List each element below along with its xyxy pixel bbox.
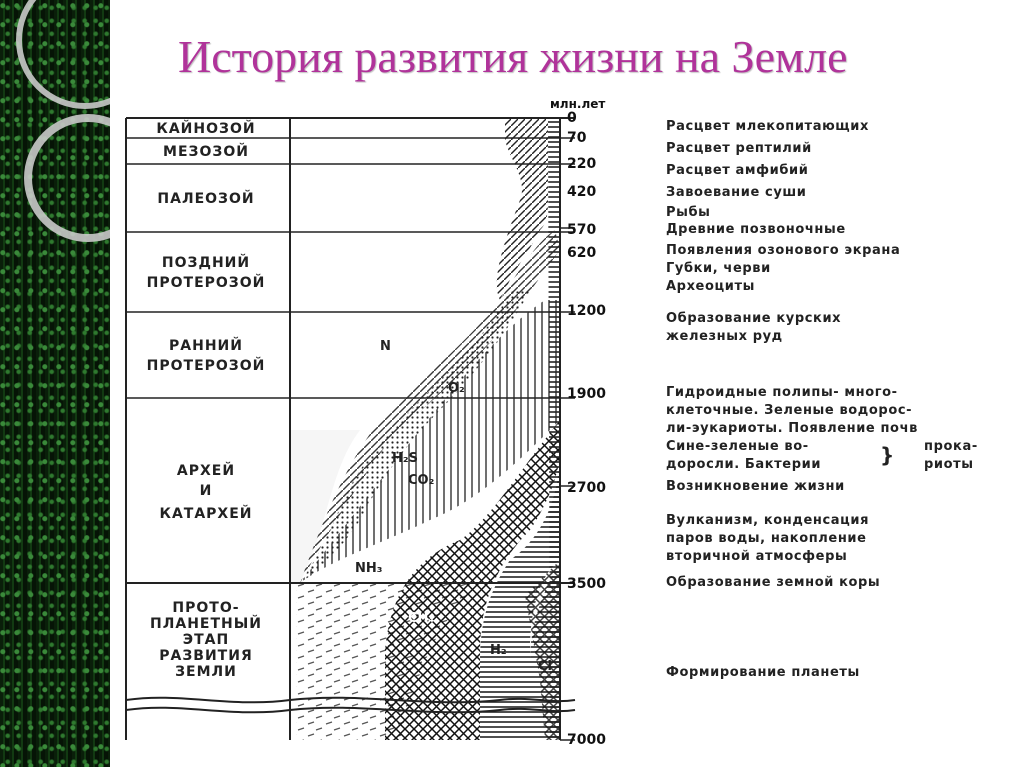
age-label: 2700	[567, 480, 606, 496]
event-label: Гидроидные полипы- много-	[666, 385, 898, 400]
band-ch4	[385, 420, 560, 740]
era-label: ПОЗДНИЙ	[162, 254, 250, 271]
age-label: 570	[567, 222, 596, 238]
event-label: Появления озонового экрана	[666, 243, 900, 258]
band-o2	[300, 230, 560, 583]
timeline-break	[125, 706, 576, 714]
event-label: Сине-зеленые во-	[666, 439, 809, 454]
event-label: Губки, черви	[666, 261, 771, 276]
era-label: АРХЕЙ	[177, 462, 235, 479]
age-label: 220	[567, 156, 596, 172]
era-label: ПЛАНЕТНЫЙ	[150, 615, 262, 632]
decorative-ring	[24, 114, 110, 242]
chem-label-nh3: NH₃	[355, 561, 382, 576]
era-label: ПРОТЕРОЗОЙ	[147, 274, 266, 291]
bracket-glyph: }	[880, 443, 895, 467]
chem-label-n: N	[380, 339, 391, 354]
age-label: 7000	[567, 732, 606, 748]
chem-label-h2: H₂	[490, 643, 507, 658]
event-label: Расцвет млекопитающих	[666, 119, 869, 134]
chem-label-h2s: H₂S	[392, 451, 418, 466]
event-label: Вулканизм, конденсация	[666, 513, 869, 528]
event-label: Завоевание суши	[666, 185, 807, 200]
event-label: риоты	[924, 457, 974, 472]
band-h2	[480, 450, 560, 740]
event-label: Археоциты	[666, 279, 755, 294]
age-label: 3500	[567, 576, 606, 592]
band-h2s	[300, 290, 530, 583]
event-label: Рыбы	[666, 205, 711, 220]
era-label: КАЙНОЗОЙ	[156, 120, 255, 137]
era-label: ЗЕМЛИ	[175, 664, 237, 680]
age-label: 0	[567, 110, 577, 126]
era-label: МЕЗОЗОЙ	[163, 143, 249, 160]
band-n-atmosphere	[290, 430, 360, 583]
event-label: ли-эукариоты. Появление почв	[666, 421, 918, 436]
event-label: Образование земной коры	[666, 575, 880, 590]
event-label: Образование курских	[666, 311, 841, 326]
event-label: Древние позвоночные	[666, 222, 846, 237]
era-label: ПАЛЕОЗОЙ	[157, 190, 254, 207]
decorative-ring	[16, 0, 110, 109]
page-title: История развития жизни на Земле	[178, 31, 848, 82]
age-unit-label: млн.лет	[550, 97, 605, 111]
event-label: железных руд	[666, 329, 783, 344]
event-label: клеточные. Зеленые водорос-	[666, 403, 912, 418]
age-label: 1900	[567, 386, 606, 402]
event-label: Формирование планеты	[666, 665, 860, 680]
era-label: И	[200, 483, 213, 499]
chem-label-o2: O₂	[448, 381, 465, 396]
event-label: Расцвет рептилий	[666, 141, 812, 156]
event-label: паров воды, накопление	[666, 531, 867, 546]
event-label: Возникновение жизни	[666, 479, 845, 494]
era-label: ЭТАП	[183, 632, 229, 648]
age-label: 1200	[567, 303, 606, 319]
chem-label-co2: CO₂	[408, 473, 434, 488]
age-label: 620	[567, 245, 596, 261]
decorative-green-band	[0, 0, 110, 767]
era-label: РАЗВИТИЯ	[159, 648, 252, 664]
band-co2	[300, 300, 560, 583]
event-label: Расцвет амфибий	[666, 163, 808, 178]
chem-label-cl: Cl	[538, 659, 552, 674]
chem-label-ch4: CH₄	[408, 611, 434, 626]
age-label: 420	[567, 184, 596, 200]
era-label: ПРОТЕРОЗОЙ	[147, 357, 266, 374]
event-label: прока-	[924, 439, 978, 454]
event-label: доросли. Бактерии	[666, 457, 821, 472]
event-label: вторичной атмосферы	[666, 549, 847, 564]
era-label: КАТАРХЕЙ	[160, 505, 253, 522]
era-label: РАННИЙ	[169, 337, 243, 354]
age-label: 70	[567, 130, 587, 146]
band-right-column	[548, 118, 560, 740]
timeline-break	[125, 696, 576, 704]
era-label: ПРОТО-	[172, 600, 239, 616]
